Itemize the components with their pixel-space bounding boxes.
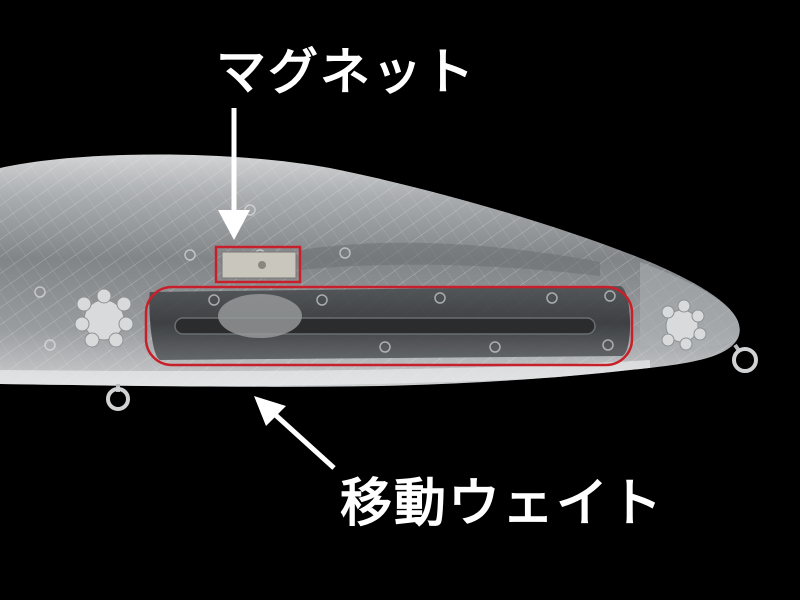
tail-eye <box>732 343 758 373</box>
belly-eye <box>106 384 130 411</box>
scale-pattern <box>0 154 740 387</box>
magnet-label: マグネット <box>216 43 476 101</box>
magnet-highlight-box <box>214 245 302 284</box>
tail-rattle <box>661 299 707 351</box>
front-rattle <box>74 288 134 348</box>
weight-highlight-box <box>144 285 634 367</box>
weight-arrow <box>254 396 336 470</box>
moving-weight-label: 移動ウェイト <box>340 474 665 534</box>
magnet-arrow <box>218 108 250 240</box>
